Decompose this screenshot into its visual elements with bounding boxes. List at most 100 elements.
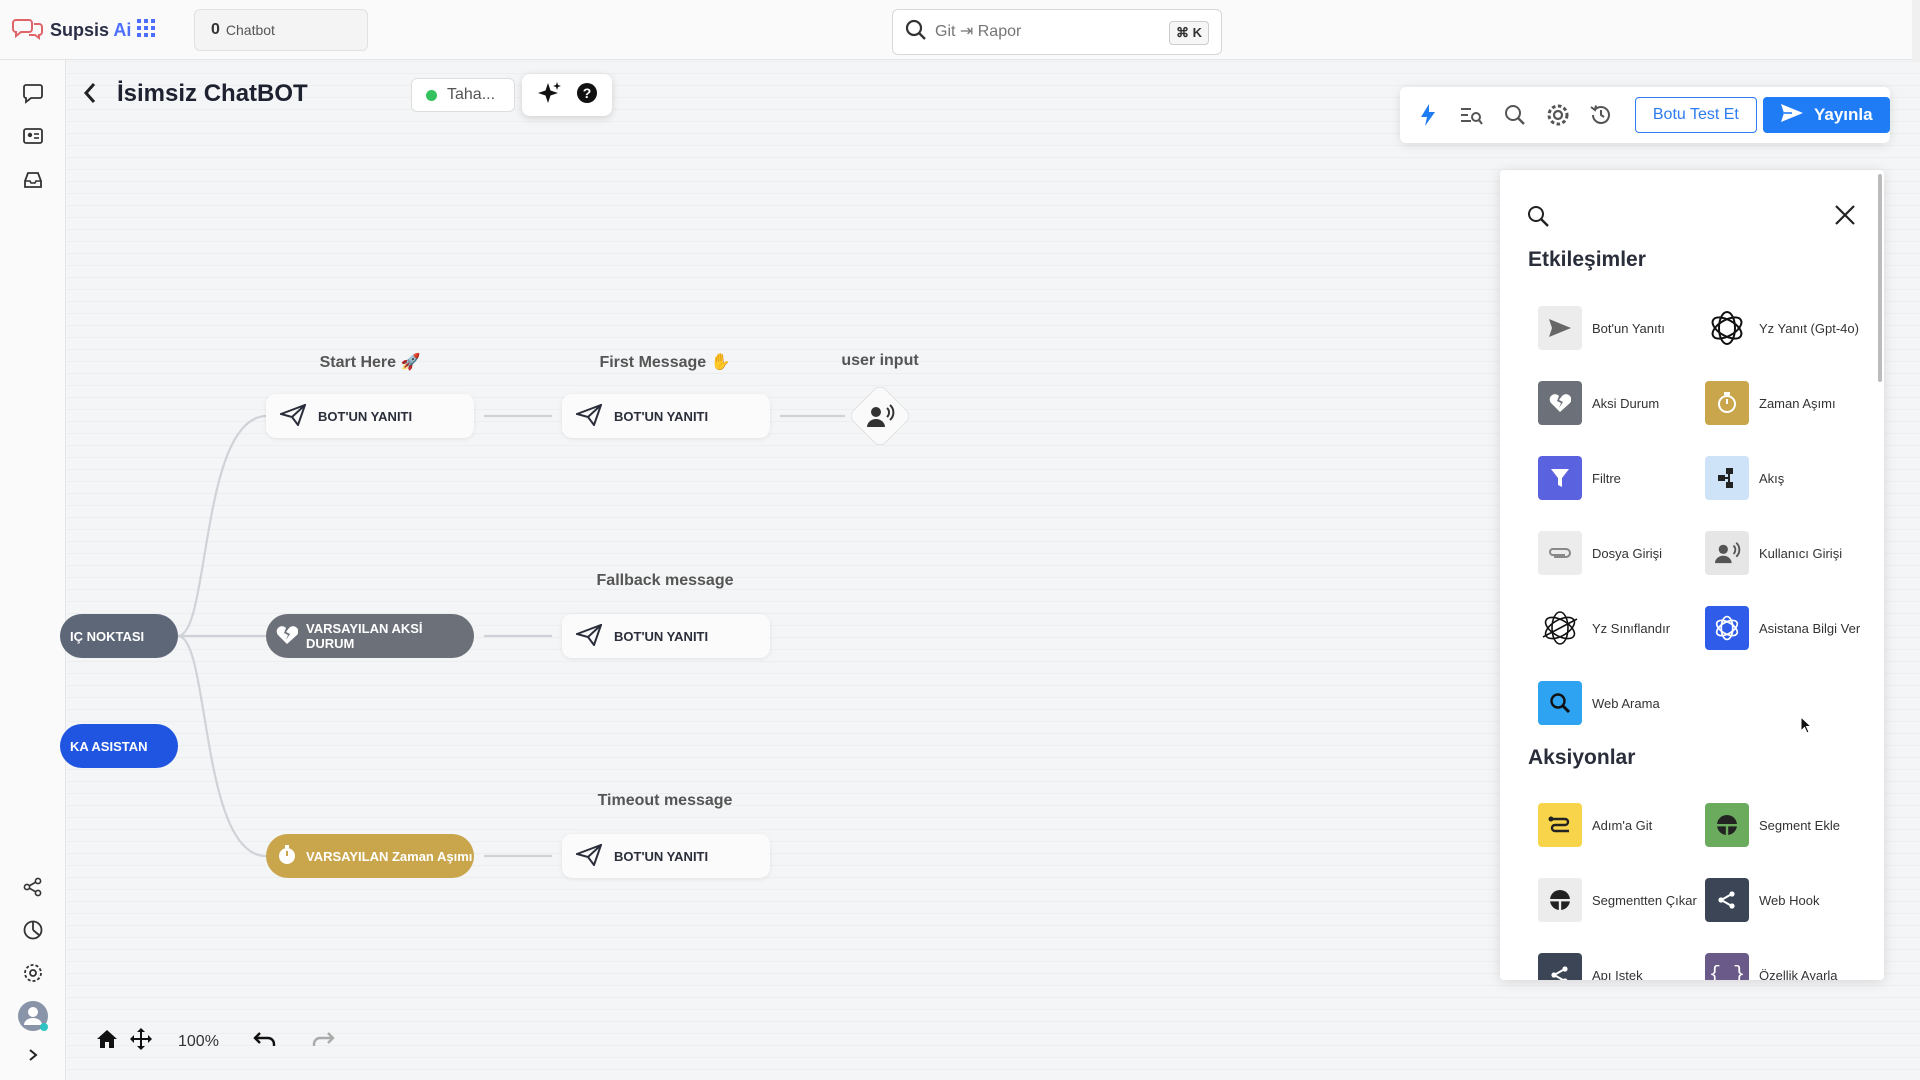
expand-sidebar-icon[interactable]: [20, 1042, 46, 1068]
filter-icon: [1538, 456, 1582, 500]
broken-heart-icon: [276, 625, 299, 648]
palette-item-user-input[interactable]: Kullanıcı Girişi: [1705, 531, 1865, 575]
ai-sparkle-button[interactable]: [537, 80, 563, 111]
svg-text:?: ?: [582, 85, 591, 101]
search-icon: [905, 19, 927, 46]
contacts-nav-icon[interactable]: [20, 123, 46, 149]
palette-scrollbar[interactable]: [1878, 174, 1882, 382]
components-palette: Etkileşimler Bot'un Yanıtı Yz Yanıt (Gpt…: [1500, 170, 1884, 980]
timer-icon: [276, 844, 298, 869]
palette-item-goto-step[interactable]: Adım'a Git: [1538, 803, 1698, 847]
openai-icon: [1705, 606, 1749, 650]
share-icon: [1705, 878, 1749, 922]
default-fallback-node[interactable]: VARSAYILAN AKSİ DURUM: [266, 614, 474, 658]
palette-item-web-search[interactable]: Web Arama: [1538, 681, 1698, 725]
palette-item-file-input[interactable]: Dosya Girişi: [1538, 531, 1698, 575]
gear-icon[interactable]: [1544, 101, 1571, 129]
timer-icon: [1705, 381, 1749, 425]
palette-item-ai-reply[interactable]: Yz Yanıt (Gpt-4o): [1705, 306, 1865, 350]
share-nav-icon[interactable]: [20, 874, 46, 900]
lightning-icon[interactable]: [1414, 101, 1441, 129]
settings-nav-icon[interactable]: [20, 960, 46, 986]
send-icon: [573, 842, 603, 869]
zoom-level[interactable]: 100%: [178, 1032, 219, 1050]
inbox-nav-icon[interactable]: [20, 167, 46, 193]
node-label-start: Start Here 🚀: [319, 354, 421, 371]
flow-icon: [1705, 456, 1749, 500]
node-label-timeout: Timeout message: [597, 792, 733, 809]
bot-reply-node[interactable]: BOT'UN YANITI: [266, 394, 474, 438]
default-timeout-node[interactable]: VARSAYILAN Zaman Aşımı: [266, 834, 474, 878]
canvas-controls: 100%: [96, 1028, 335, 1055]
palette-item-filter[interactable]: Filtre: [1538, 456, 1698, 500]
search-shortcut: ⌘ K: [1169, 21, 1209, 45]
node-title: VARSAYILAN AKSİ DURUM: [306, 621, 423, 651]
variables-icon[interactable]: [1457, 101, 1484, 129]
palette-item-fallback[interactable]: Aksi Durum: [1538, 381, 1698, 425]
node-title: KA ASISTAN: [70, 738, 148, 754]
palette-item-set-attribute[interactable]: { } Özellik Ayarla: [1705, 953, 1865, 980]
node-title: BOT'UN YANITI: [318, 408, 413, 424]
palette-item-flow[interactable]: Akış: [1705, 456, 1865, 500]
global-search[interactable]: ⌘ K: [892, 9, 1222, 55]
apps-grid-icon[interactable]: [136, 18, 156, 43]
close-icon[interactable]: [1834, 204, 1856, 231]
palette-item-ai-classify[interactable]: Yz Sınıflandır: [1538, 606, 1698, 650]
palette-item-remove-segment[interactable]: Segmentten Çıkar: [1538, 878, 1698, 922]
chat-bubbles-icon: [12, 16, 44, 45]
chatbot-count: 0: [211, 21, 220, 38]
segment-remove-icon: [1538, 878, 1582, 922]
send-icon: [1780, 103, 1804, 128]
move-icon[interactable]: [130, 1028, 152, 1055]
builder-toolbar: Botu Test Et Yayınla: [1400, 87, 1890, 143]
section-title-actions: Aksiyonlar: [1528, 746, 1636, 769]
bot-reply-node[interactable]: BOT'UN YANITI: [562, 394, 770, 438]
status-label: Taha...: [447, 86, 496, 103]
status-selector[interactable]: Taha...: [411, 78, 515, 112]
palette-item-api-request[interactable]: Apı Istek: [1538, 953, 1698, 980]
page-title[interactable]: İsimsiz ChatBOT: [117, 80, 308, 107]
node-title: BOT'UN YANITI: [614, 408, 709, 424]
bot-reply-node[interactable]: BOT'UN YANITI: [562, 834, 770, 878]
send-icon: [277, 402, 307, 429]
palette-item-add-segment[interactable]: Segment Ekle: [1705, 803, 1865, 847]
ai-help-group: ?: [522, 74, 612, 116]
send-icon: [573, 402, 603, 429]
braces-icon: { }: [1705, 953, 1749, 980]
share-icon: [1538, 953, 1582, 980]
bot-reply-node[interactable]: BOT'UN YANITI: [562, 614, 770, 658]
back-button[interactable]: [80, 80, 100, 111]
home-icon[interactable]: [96, 1029, 118, 1054]
palette-item-inform-assistant[interactable]: Asistana Bilgi Ver: [1705, 606, 1865, 650]
avatar[interactable]: [17, 1000, 49, 1032]
assistant-node[interactable]: KA ASISTAN: [60, 724, 178, 768]
section-title-interactions: Etkileşimler: [1528, 248, 1646, 271]
history-icon[interactable]: [1588, 101, 1615, 129]
search-icon[interactable]: [1526, 204, 1550, 233]
reports-nav-icon[interactable]: [20, 917, 46, 943]
openai-icon: [1705, 306, 1749, 350]
palette-item-timeout[interactable]: Zaman Aşımı: [1705, 381, 1865, 425]
palette-item-web-hook[interactable]: Web Hook: [1705, 878, 1865, 922]
app-logo[interactable]: Supsis Ai: [12, 16, 131, 45]
test-bot-button[interactable]: Botu Test Et: [1635, 97, 1757, 133]
search-input[interactable]: [935, 23, 1155, 41]
palette-item-bot-reply[interactable]: Bot'un Yanıtı: [1538, 306, 1698, 350]
node-label-user-input: user input: [841, 352, 919, 369]
publish-button[interactable]: Yayınla: [1762, 97, 1890, 133]
node-title: VARSAYILAN Zaman Aşımı: [306, 848, 473, 864]
node-label-first: First Message ✋: [599, 354, 731, 371]
left-sidebar: [0, 60, 66, 1080]
broken-heart-icon: [1538, 381, 1582, 425]
chat-nav-icon[interactable]: [20, 80, 46, 106]
node-label-fallback: Fallback message: [596, 572, 734, 589]
search-icon[interactable]: [1501, 101, 1528, 129]
segment-add-icon: [1705, 803, 1749, 847]
chatbot-counter[interactable]: 0 Chatbot: [194, 9, 368, 51]
paperclip-icon: [1538, 531, 1582, 575]
undo-icon[interactable]: [253, 1030, 277, 1053]
redo-icon[interactable]: [311, 1030, 335, 1053]
help-circle-button[interactable]: ?: [576, 82, 598, 109]
start-point-node[interactable]: IÇ NOKTASI: [60, 614, 178, 658]
